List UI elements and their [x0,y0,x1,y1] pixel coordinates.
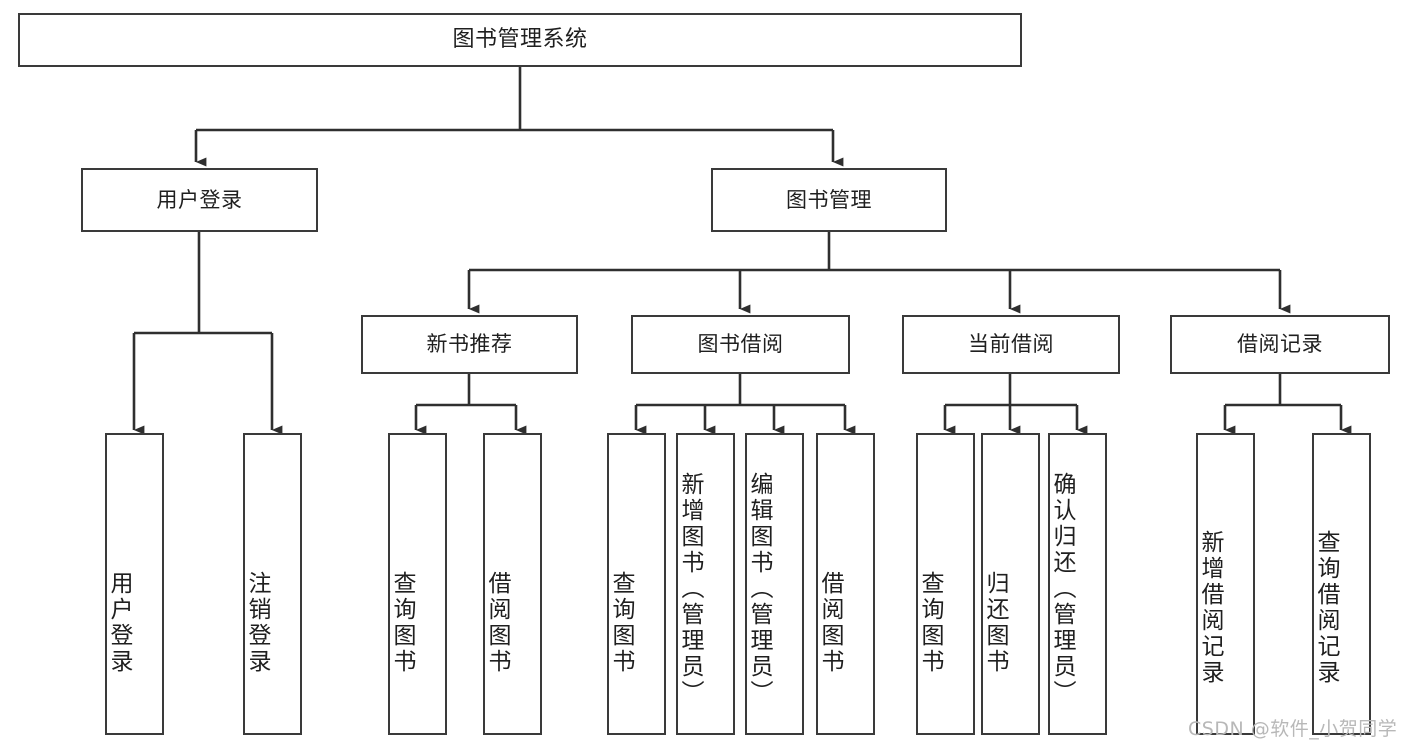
node-label: 用户登录 [106,571,132,675]
node-label: 借阅图书 [817,571,843,675]
node-label: 借阅图书 [484,571,510,675]
leaf-borrow-add-book-admin[interactable]: 新增图书（管理员） [676,433,735,735]
leaf-borrow-borrow-book[interactable]: 借阅图书 [816,433,875,735]
node-label: 用户登录 [156,187,243,212]
node-label: 新增借阅记录 [1197,530,1223,686]
node-label: 图书借阅 [697,332,784,357]
node-borrow-record[interactable]: 借阅记录 [1170,315,1390,374]
node-user-login[interactable]: 用户登录 [81,168,318,232]
node-label: 图书管理 [786,187,872,212]
node-label: 注销登录 [244,571,270,675]
leaf-user-login-logout[interactable]: 注销登录 [243,433,302,735]
leaf-recommend-borrow-book[interactable]: 借阅图书 [483,433,542,735]
leaf-record-add-record[interactable]: 新增借阅记录 [1196,433,1255,735]
node-label: 查询图书 [917,571,943,675]
leaf-borrow-query-book[interactable]: 查询图书 [607,433,666,735]
node-label: 新书推荐 [426,332,513,357]
node-label: 查询图书 [389,571,415,675]
node-book-borrow[interactable]: 图书借阅 [631,315,850,374]
node-label: 确认归还（管理员） [1049,472,1075,706]
node-label: 查询图书 [608,571,634,675]
node-label: 借阅记录 [1237,332,1323,357]
node-label: 归还图书 [982,571,1008,675]
leaf-borrow-edit-book-admin[interactable]: 编辑图书（管理员） [745,433,804,735]
node-new-book-recommend[interactable]: 新书推荐 [361,315,578,374]
node-label: 图书管理系统 [452,27,588,53]
node-book-management[interactable]: 图书管理 [711,168,947,232]
node-label: 新增图书（管理员） [677,472,703,706]
leaf-recommend-query-book[interactable]: 查询图书 [388,433,447,735]
leaf-current-confirm-return-admin[interactable]: 确认归还（管理员） [1048,433,1107,735]
node-root-system[interactable]: 图书管理系统 [18,13,1022,67]
leaf-current-query-book[interactable]: 查询图书 [916,433,975,735]
leaf-record-query-record[interactable]: 查询借阅记录 [1312,433,1371,735]
node-current-borrow[interactable]: 当前借阅 [902,315,1120,374]
node-label: 编辑图书（管理员） [746,472,772,706]
node-label: 当前借阅 [968,332,1054,357]
node-label: 查询借阅记录 [1313,530,1339,686]
leaf-current-return-book[interactable]: 归还图书 [981,433,1040,735]
leaf-user-login-login[interactable]: 用户登录 [105,433,164,735]
